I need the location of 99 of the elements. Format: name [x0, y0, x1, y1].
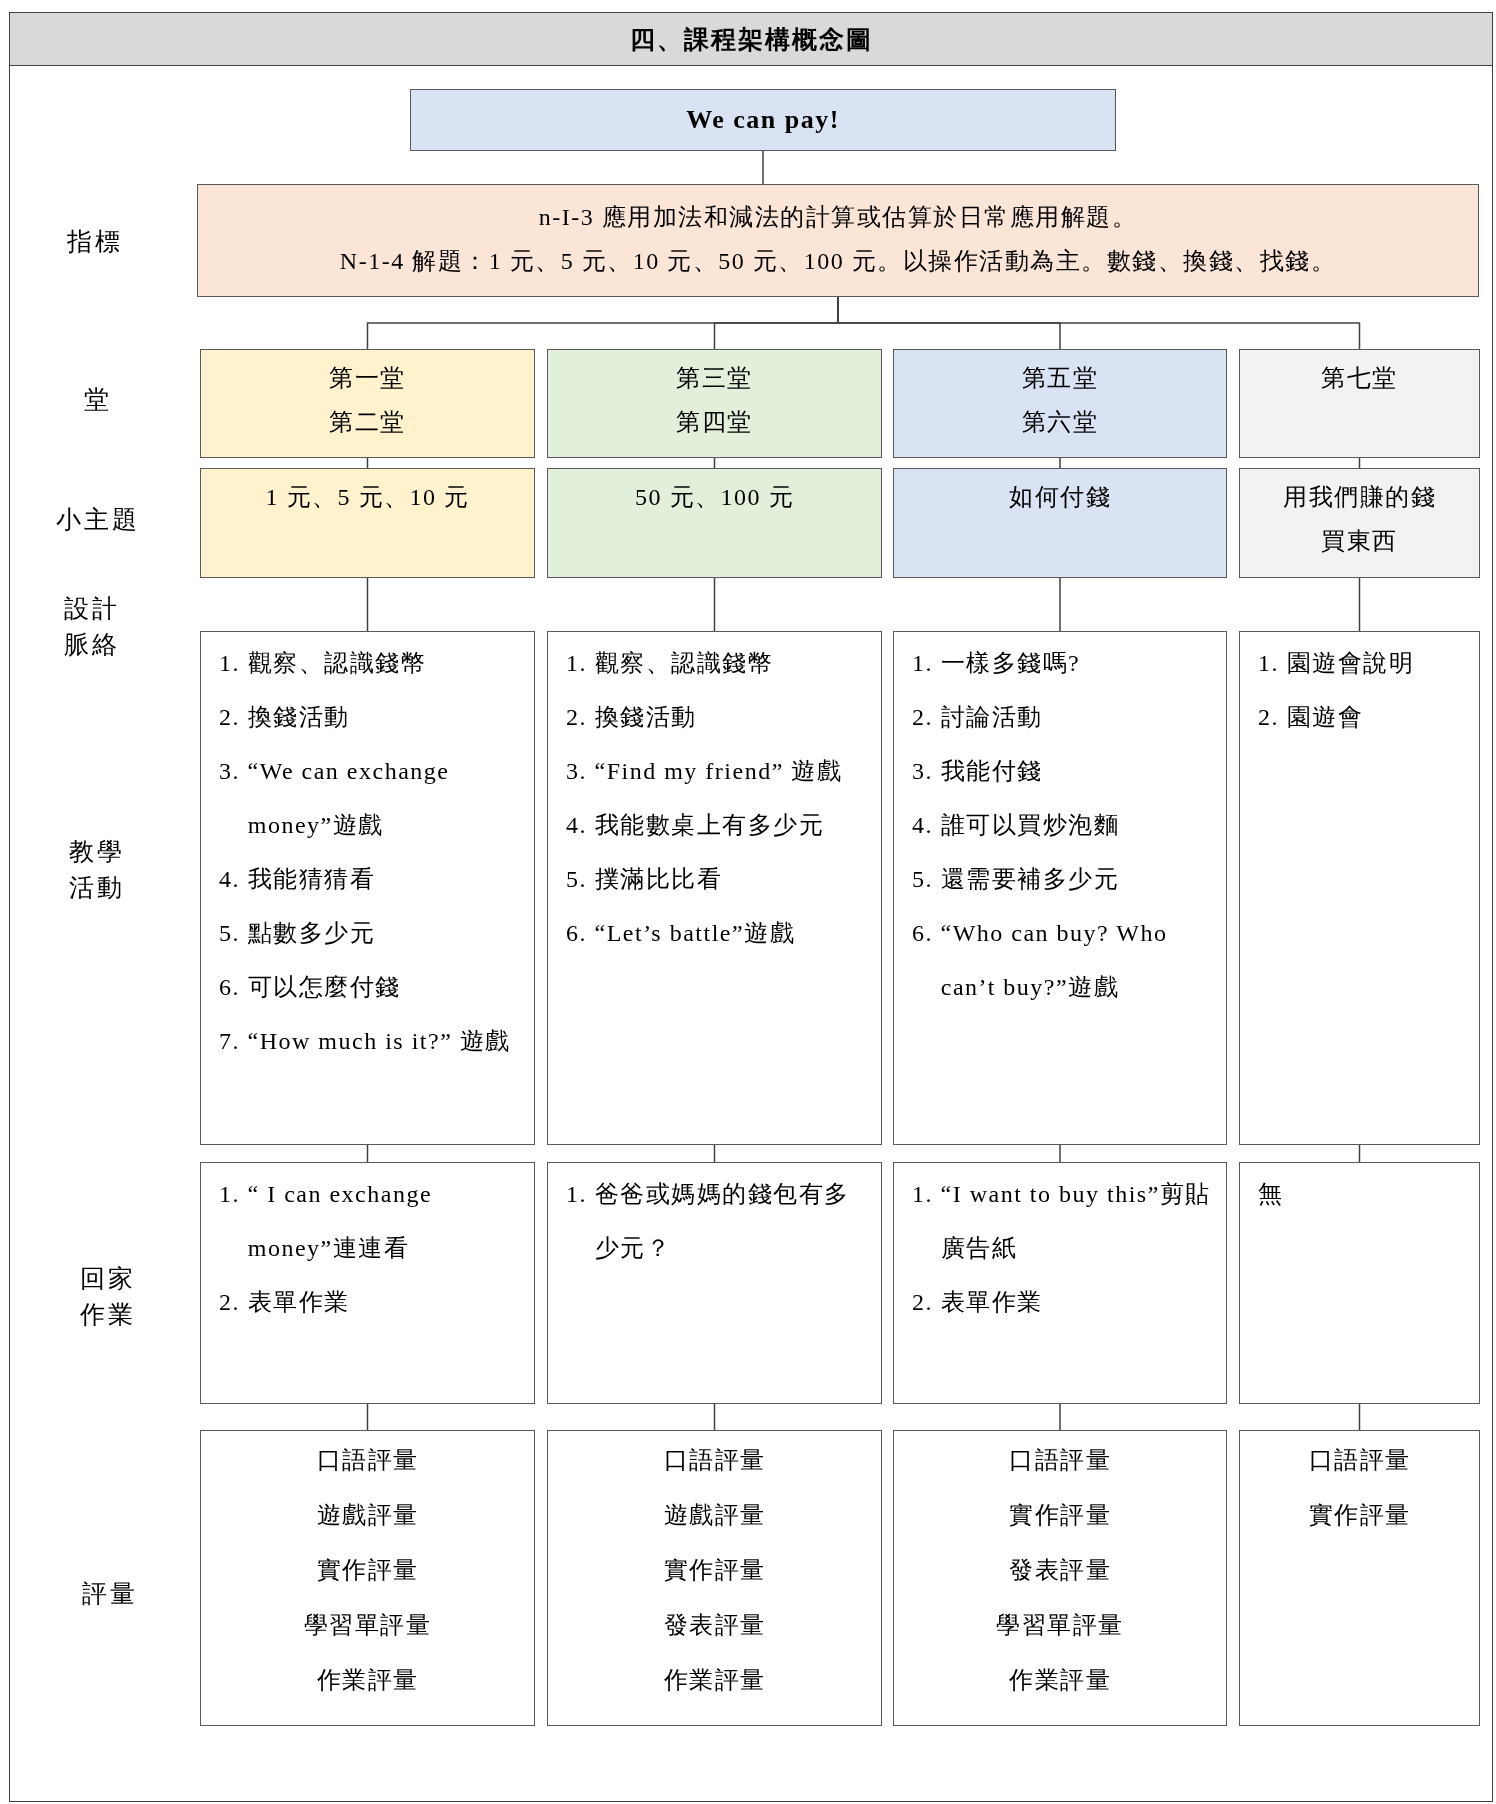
list-item: 2. 表單作業 [912, 1288, 1044, 1317]
box-text: 實作評量 [1008, 1501, 1112, 1530]
assessment-box [1239, 1430, 1480, 1726]
box-text: 口語評量 [1008, 1446, 1112, 1475]
box-text: 第四堂 [675, 408, 754, 437]
list-item: 2. 表單作業 [219, 1288, 351, 1317]
list-item: 1. “I want to buy this”剪貼廣告紙 [912, 1180, 1212, 1263]
connector-line [1358, 1403, 1361, 1431]
list-item: 1. 爸爸或媽媽的錢包有多少元？ [566, 1180, 851, 1263]
box-text: 第七堂 [1320, 364, 1399, 393]
box-text: 學習單評量 [302, 1611, 433, 1640]
row-label: 設計脈絡 [63, 593, 121, 660]
list-item: 6. “Let’s battle”遊戲 [566, 919, 797, 948]
row-label: 教學活動 [68, 836, 126, 903]
list-item: 1. 園遊會說明 [1258, 649, 1415, 678]
list-item: 5. 點數多少元 [219, 919, 376, 948]
box-text: N-1-4 解題：1 元、5 元、10 元、50 元、100 元。以操作活動為主。數錢、換錢、找錢。 [338, 247, 1338, 276]
connector-line [366, 577, 369, 632]
box-text: 學習單評量 [995, 1611, 1125, 1640]
connector-line [762, 150, 764, 185]
list-item: 1. “ I can exchange money”連連看 [219, 1180, 434, 1263]
box-text: 用我們賺的錢買東西 [1282, 483, 1437, 556]
connector-line [713, 1403, 716, 1431]
box-text: 如何付錢 [1008, 483, 1112, 512]
list-item: 6. “Who can buy? Who can’t buy?”遊戲 [912, 919, 1169, 1002]
connector-line [713, 577, 716, 632]
homework-box [1239, 1162, 1480, 1404]
list-item: 4. 誰可以買炒泡麵 [912, 811, 1120, 840]
box-text: 作業評量 [315, 1666, 420, 1695]
box-text: 遊戲評量 [662, 1501, 767, 1530]
box-text: 遊戲評量 [315, 1501, 420, 1530]
box-text: 第一堂 [328, 364, 407, 393]
row-label: 堂 [83, 384, 113, 415]
list-item: 無 [1258, 1180, 1285, 1209]
subtopic-box [1239, 468, 1480, 578]
connector-line [366, 1403, 369, 1431]
list-item: 6. 可以怎麼付錢 [219, 973, 402, 1002]
subtopic-box [547, 468, 882, 578]
subtopic-box [200, 468, 535, 578]
indicator-box [197, 184, 1479, 297]
connector-line [1059, 1403, 1061, 1431]
topic-title: We can pay! [686, 105, 840, 135]
assessment-box [200, 1430, 535, 1726]
list-item: 1. 一樣多錢嗎? [912, 649, 1082, 678]
box-text: 第六堂 [1020, 408, 1100, 437]
lesson-box [893, 349, 1227, 458]
activity-box [200, 631, 535, 1145]
row-label: 回家作業 [79, 1263, 137, 1330]
box-text: 實作評量 [662, 1556, 767, 1585]
activity-box [547, 631, 882, 1145]
box-text: 作業評量 [662, 1666, 767, 1695]
box-text: 第五堂 [1020, 364, 1100, 393]
box-text: 口語評量 [315, 1446, 420, 1475]
box-text: 實作評量 [1307, 1501, 1412, 1530]
list-item: 1. 觀察、認識錢幣 [219, 649, 427, 678]
homework-box [547, 1162, 882, 1404]
lesson-box [1239, 349, 1480, 458]
list-item: 3. “We can exchange money”遊戲 [219, 757, 451, 840]
assessment-box [893, 1430, 1227, 1726]
lesson-box [200, 349, 535, 458]
connector-line [1358, 577, 1361, 632]
box-text: 實作評量 [315, 1556, 420, 1585]
list-item: 7. “How much is it?” 遊戲 [219, 1027, 512, 1056]
homework-box [893, 1162, 1227, 1404]
list-item: 2. 討論活動 [912, 703, 1044, 732]
list-item: 3. 我能付錢 [912, 757, 1044, 786]
row-label: 指標 [66, 226, 124, 257]
list-item: 5. 還需要補多少元 [912, 865, 1120, 894]
box-text: n-I-3 應用加法和減法的計算或估算於日常應用解題。 [537, 203, 1139, 232]
list-item: 3. “Find my friend” 遊戲 [566, 757, 844, 786]
lesson-box [547, 349, 882, 458]
connector-line [1059, 1144, 1061, 1163]
row-label: 小主題 [55, 504, 141, 535]
connector-line [1059, 457, 1061, 469]
box-text: 發表評量 [662, 1611, 767, 1640]
box-text: 第二堂 [328, 408, 407, 437]
list-item: 4. 我能數桌上有多少元 [566, 811, 825, 840]
box-text: 50 元、100 元 [634, 483, 795, 512]
activity-box [893, 631, 1227, 1145]
list-item: 2. 換錢活動 [219, 703, 351, 732]
box-text: 口語評量 [662, 1446, 767, 1475]
subtopic-box [893, 468, 1227, 578]
connector-line [1059, 577, 1061, 632]
list-item: 5. 撲滿比比看 [566, 865, 723, 894]
activity-box [1239, 631, 1480, 1145]
homework-box [200, 1162, 535, 1404]
box-text: 1 元、5 元、10 元 [264, 483, 471, 512]
list-item: 1. 觀察、認識錢幣 [566, 649, 774, 678]
box-text: 口語評量 [1307, 1446, 1412, 1475]
list-item: 2. 換錢活動 [566, 703, 698, 732]
title: 四、課程架構概念圖 [629, 24, 873, 55]
list-item: 4. 我能猜猜看 [219, 865, 376, 894]
topic-box [410, 89, 1116, 151]
box-text: 發表評量 [1008, 1556, 1112, 1585]
row-label: 評量 [81, 1578, 139, 1609]
box-text: 作業評量 [1008, 1666, 1112, 1695]
list-item: 2. 園遊會 [1258, 703, 1364, 732]
assessment-box [547, 1430, 882, 1726]
box-text: 第三堂 [675, 364, 754, 393]
